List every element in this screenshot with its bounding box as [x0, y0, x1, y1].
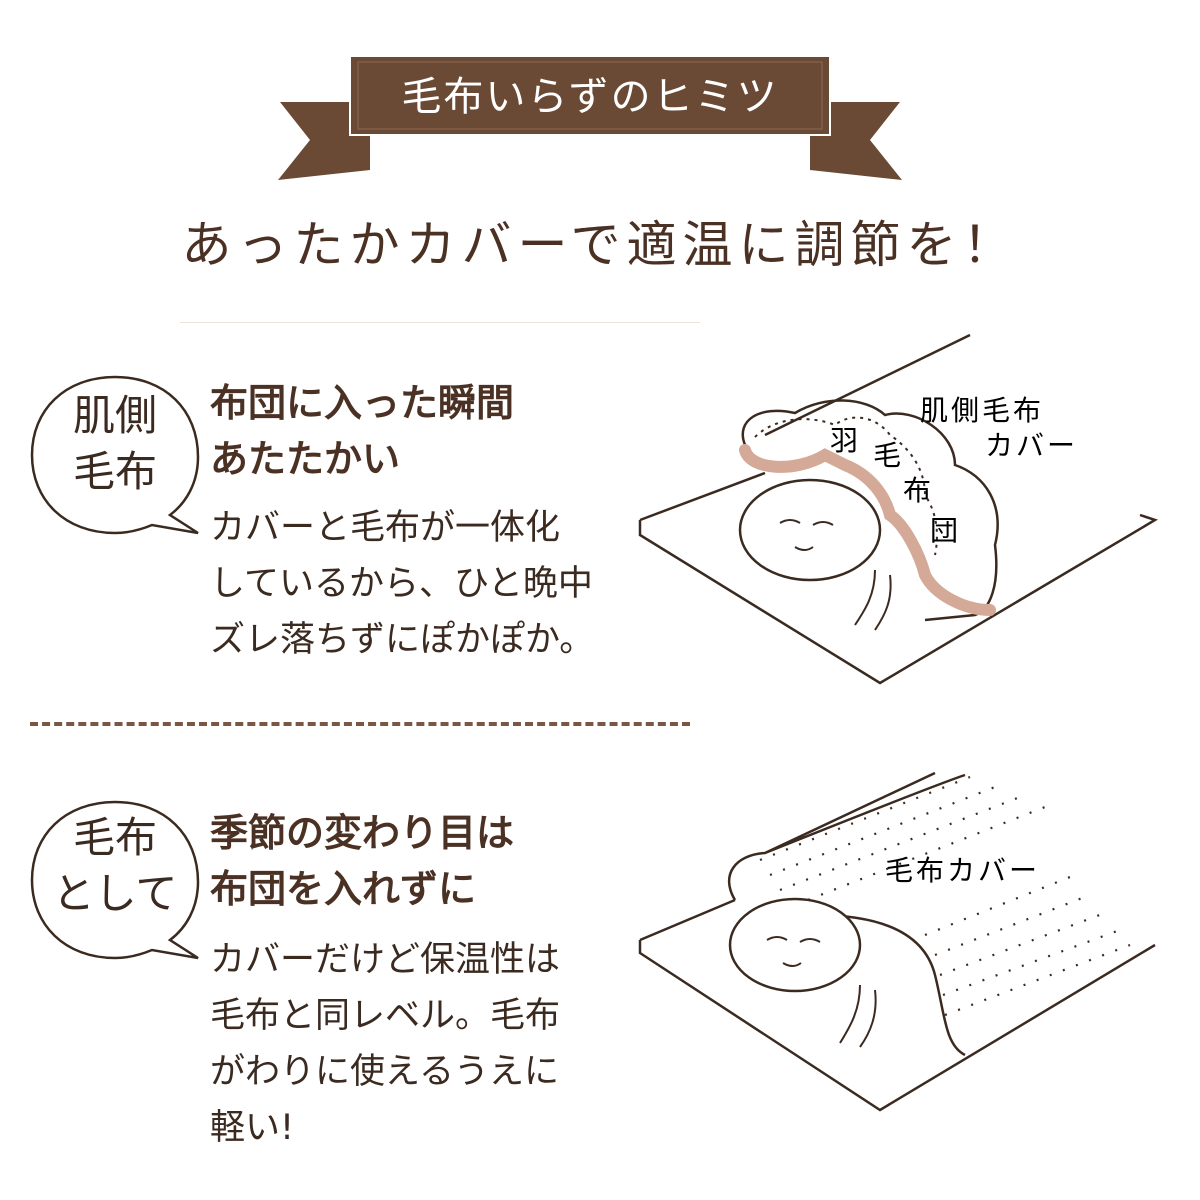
bubble-line: として	[52, 869, 178, 918]
section-1-heading: 布団に入った瞬間 あたたかい	[210, 375, 630, 487]
body-line: がわりに使えるうえに	[210, 1052, 559, 1092]
futon-char: 毛	[873, 439, 904, 472]
body-line: カバーだけど保温性は	[210, 940, 561, 980]
illustration-sleeping-with-cover: 肌側毛布 カバー 羽 毛 布 団	[638, 333, 1158, 685]
illustration-blanket-cover: 毛布カバー	[638, 771, 1156, 1112]
banner-title: 毛布いらずのヒミツ	[401, 74, 779, 120]
body-line: 軽い!	[210, 1108, 295, 1148]
heading-line: 布団を入れずに	[210, 867, 477, 911]
futon-char: 布	[903, 474, 934, 507]
body-line: しているから、ひと晩中	[210, 564, 593, 604]
bubble-label-1: 肌側 毛布	[30, 388, 200, 500]
speech-bubble-1	[30, 375, 200, 535]
illustration-label-line: カバー	[985, 429, 1078, 462]
section-2-body: カバーだけど保温性は 毛布と同レベル。毛布 がわりに使えるうえに 軽い!	[210, 932, 630, 1156]
ribbon-banner	[278, 55, 902, 180]
futon-char: 団	[930, 514, 961, 547]
heading-line: 布団に入った瞬間	[210, 381, 515, 425]
futon-char: 羽	[830, 424, 861, 457]
body-line: カバーと毛布が一体化	[210, 508, 561, 548]
speech-bubble-2	[30, 800, 200, 960]
body-line: 毛布と同レベル。毛布	[210, 996, 561, 1036]
section-2-heading: 季節の変わり目は 布団を入れずに	[210, 805, 630, 917]
headline: あったかカバーで適温に調節を！	[181, 216, 1019, 274]
illustration-label-line: 肌側毛布	[920, 394, 1044, 427]
top-divider	[180, 322, 700, 323]
section-1-body: カバーと毛布が一体化 しているから、ひと晩中 ズレ落ちずにぽかぽか。	[210, 500, 630, 668]
body-line: ズレ落ちずにぽかぽか。	[210, 620, 595, 660]
heading-line: あたたかい	[210, 437, 401, 481]
heading-line: 季節の変わり目は	[210, 811, 515, 855]
bubble-label-2: 毛布 として	[30, 810, 200, 922]
bubble-line: 毛布	[72, 813, 157, 862]
bubble-line: 肌側	[72, 391, 157, 440]
section-divider	[30, 722, 690, 726]
illustration-label-line: 毛布カバー	[885, 854, 1040, 887]
bubble-line: 毛布	[72, 447, 157, 496]
